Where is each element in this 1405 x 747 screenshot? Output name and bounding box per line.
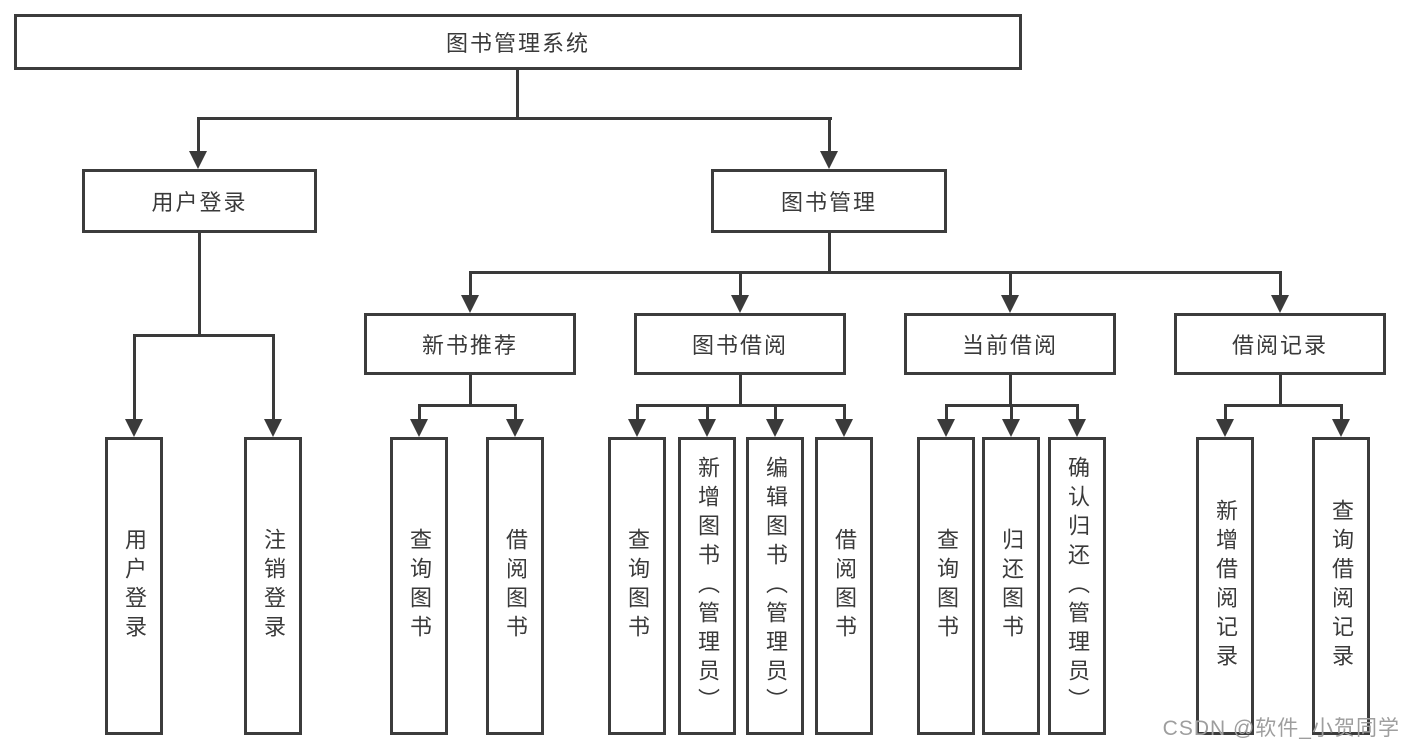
node-book-management: 图书管理 — [711, 169, 947, 233]
node-leaf-confirm-return-admin: 确认归还（管理员） — [1048, 437, 1106, 735]
node-leaf-add-books-admin: 新增图书（管理员） — [678, 437, 736, 735]
connector-line — [739, 271, 742, 299]
connector-line — [197, 117, 832, 120]
connector-arrowhead — [189, 151, 207, 169]
node-label: 编辑图书（管理员） — [763, 455, 788, 717]
connector-arrowhead — [731, 295, 749, 313]
connector-line — [1009, 375, 1012, 406]
node-label: 借阅图书 — [832, 528, 857, 644]
connector-line — [636, 404, 846, 407]
connector-line — [828, 233, 831, 272]
connector-line — [1076, 404, 1079, 421]
connector-line — [469, 375, 472, 406]
connector-line — [774, 404, 777, 421]
connector-line — [739, 375, 742, 406]
connector-arrowhead — [461, 295, 479, 313]
connector-line — [1340, 404, 1343, 421]
connector-line — [272, 334, 275, 421]
connector-arrowhead — [506, 419, 524, 437]
connector-line — [418, 404, 421, 421]
connector-arrowhead — [820, 151, 838, 169]
node-label: 借阅图书 — [503, 528, 528, 644]
node-label: 用户登录 — [151, 190, 248, 215]
node-leaf-borrow-books-2: 借阅图书 — [815, 437, 873, 735]
node-user-login: 用户登录 — [82, 169, 317, 233]
node-label: 借阅记录 — [1231, 333, 1328, 358]
node-label: 新增图书（管理员） — [695, 455, 720, 717]
node-leaf-logout: 注销登录 — [244, 437, 302, 735]
connector-line — [1010, 404, 1013, 421]
connector-line — [516, 70, 519, 118]
connector-line — [706, 404, 709, 421]
node-leaf-query-books-3: 查询图书 — [917, 437, 975, 735]
connector-line — [197, 117, 200, 153]
node-label: 查询图书 — [625, 528, 650, 644]
connector-line — [1224, 404, 1227, 421]
connector-line — [418, 404, 517, 407]
node-current-borrowing: 当前借阅 — [904, 313, 1116, 375]
node-leaf-borrow-books-1: 借阅图书 — [486, 437, 544, 735]
node-leaf-edit-books-admin: 编辑图书（管理员） — [746, 437, 804, 735]
node-label: 查询图书 — [407, 528, 432, 644]
node-leaf-return-books: 归还图书 — [982, 437, 1040, 735]
connector-arrowhead — [937, 419, 955, 437]
connector-arrowhead — [1271, 295, 1289, 313]
node-label: 归还图书 — [999, 528, 1024, 644]
connector-arrowhead — [628, 419, 646, 437]
connector-arrowhead — [1216, 419, 1234, 437]
node-label: 查询借阅记录 — [1329, 499, 1354, 673]
node-label: 新增借阅记录 — [1213, 499, 1238, 673]
connector-line — [469, 271, 472, 299]
connector-line — [514, 404, 517, 421]
connector-arrowhead — [1332, 419, 1350, 437]
connector-arrowhead — [410, 419, 428, 437]
connector-line — [1279, 375, 1282, 406]
connector-arrowhead — [698, 419, 716, 437]
node-label: 图书管理系统 — [445, 31, 590, 56]
connector-arrowhead — [1068, 419, 1086, 437]
node-label: 查询图书 — [934, 528, 959, 644]
connector-line — [828, 117, 831, 153]
connector-line — [133, 334, 275, 337]
connector-line — [636, 404, 639, 421]
node-leaf-query-borrow-record: 查询借阅记录 — [1312, 437, 1370, 735]
node-label: 当前借阅 — [961, 333, 1058, 358]
node-label: 新书推荐 — [421, 333, 518, 358]
connector-line — [198, 233, 201, 335]
connector-line — [133, 334, 136, 421]
node-leaf-add-borrow-record: 新增借阅记录 — [1196, 437, 1254, 735]
connector-line — [843, 404, 846, 421]
node-borrowing-records: 借阅记录 — [1174, 313, 1386, 375]
connector-line — [469, 271, 1282, 274]
connector-arrowhead — [264, 419, 282, 437]
connector-line — [1224, 404, 1342, 407]
node-label: 图书借阅 — [691, 333, 788, 358]
connector-arrowhead — [835, 419, 853, 437]
node-leaf-user-login: 用户登录 — [105, 437, 163, 735]
node-library-management-system: 图书管理系统 — [14, 14, 1022, 70]
connector-arrowhead — [1001, 295, 1019, 313]
node-leaf-query-books-2: 查询图书 — [608, 437, 666, 735]
connector-arrowhead — [125, 419, 143, 437]
csdn-watermark: CSDN @软件_小贺同学 — [1162, 717, 1400, 740]
connector-line — [945, 404, 948, 421]
node-label: 注销登录 — [261, 528, 286, 644]
connector-line — [1009, 271, 1012, 299]
node-leaf-query-books-1: 查询图书 — [390, 437, 448, 735]
node-label: 确认归还（管理员） — [1065, 455, 1090, 717]
node-new-book-recommendation: 新书推荐 — [364, 313, 576, 375]
node-book-borrowing: 图书借阅 — [634, 313, 846, 375]
connector-arrowhead — [1002, 419, 1020, 437]
node-label: 用户登录 — [122, 528, 147, 644]
node-label: 图书管理 — [780, 190, 877, 215]
connector-arrowhead — [766, 419, 784, 437]
connector-line — [1279, 271, 1282, 299]
